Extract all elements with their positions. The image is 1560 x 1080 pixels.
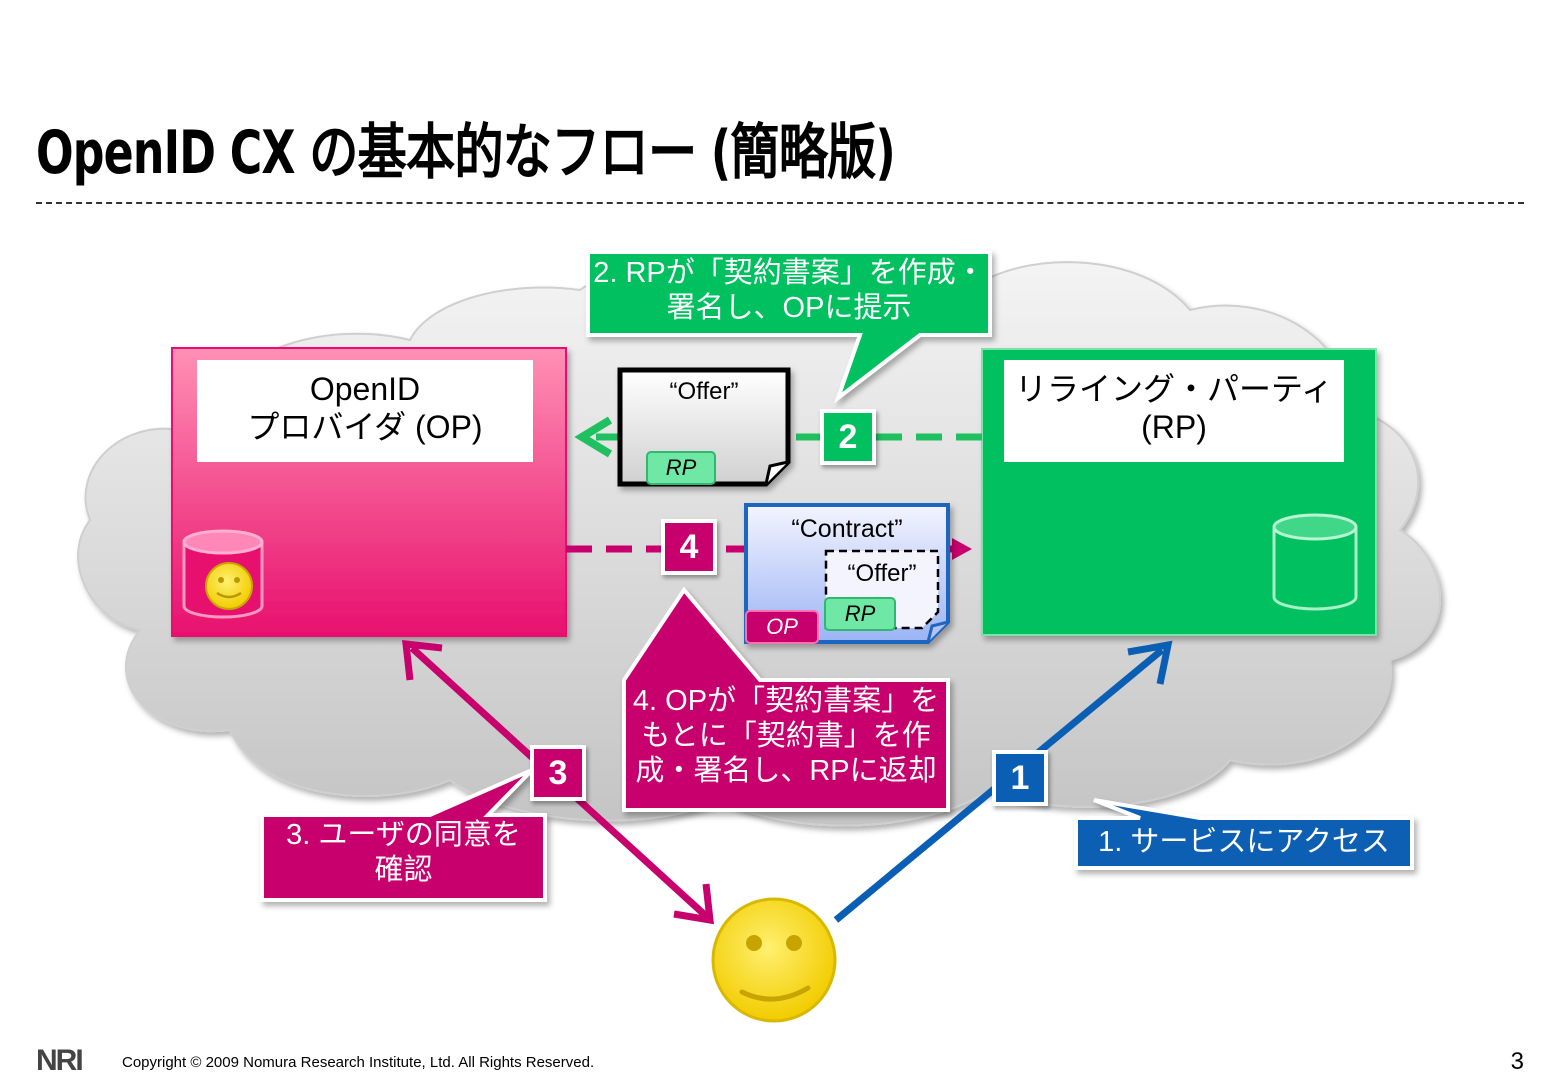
step2-arrowhead xyxy=(574,416,613,458)
callout-step2 xyxy=(586,250,992,404)
step4-text-line2: もとに「契約書」を作 xyxy=(641,719,931,752)
inner-offer-rp-stamp: RP xyxy=(824,597,896,631)
page-number: 3 xyxy=(1510,1048,1524,1075)
step3-text-line1: 3. ユーザの同意を xyxy=(286,819,521,851)
step1-badge: 1 xyxy=(992,750,1048,806)
copyright-footer: Copyright © 2009 Nomura Research Institu… xyxy=(122,1054,595,1071)
callout-step4 xyxy=(622,586,950,812)
callout-step3-text: 3. ユーザの同意を 確認 xyxy=(262,818,545,888)
step4-text-line3: 成・署名し、RPに返却 xyxy=(635,754,937,787)
step2-badge: 2 xyxy=(820,409,876,465)
user-smiley-icon xyxy=(711,897,837,1023)
nri-logo: NRI xyxy=(36,1044,84,1077)
step4-arrowhead xyxy=(952,538,972,560)
op-label-panel xyxy=(197,360,533,462)
callout-step1-text: 1. サービスにアクセス xyxy=(1098,826,1390,858)
step2-text-line1: 2. RPが「契約書案」を作成・ xyxy=(593,257,985,289)
rp-label-panel xyxy=(1004,360,1344,462)
rp-label-line1: リライング・パーティ xyxy=(1014,371,1334,407)
step4-text-line1: 4. OPが「契約書案」を xyxy=(632,685,940,717)
op-label-line1: OpenID xyxy=(309,371,421,407)
rp-label: リライング・パーティ (RP) xyxy=(1004,370,1344,447)
step3-text-line2: 確認 xyxy=(374,853,433,886)
step2-text-line2: 署名し、OPに提示 xyxy=(666,291,912,324)
step1-arrowhead xyxy=(1127,640,1173,685)
rp-database-icon xyxy=(1272,513,1358,611)
slide-title: OpenID CX の基本的なフロー (簡略版) xyxy=(36,118,896,188)
step3-arrowhead-user xyxy=(673,883,714,925)
step3-arrowhead-op xyxy=(402,640,443,681)
callout-step3 xyxy=(260,768,547,902)
step4-badge: 4 xyxy=(661,519,717,575)
title-divider xyxy=(36,202,1524,204)
callout-step4-text: 4. OPが「契約書案」を もとに「契約書」を作 成・署名し、RPに返却 xyxy=(624,684,948,788)
op-user-smiley-icon xyxy=(205,562,253,610)
callout-step1 xyxy=(1074,798,1414,870)
rp-label-line2: (RP) xyxy=(1141,409,1207,446)
contract-label: “Contract” xyxy=(791,515,903,543)
inner-offer-label: “Offer” xyxy=(847,560,917,587)
step3-badge: 3 xyxy=(530,745,586,801)
offer-rp-stamp: RP xyxy=(646,451,716,485)
callout-step2-text: 2. RPが「契約書案」を作成・ 署名し、OPに提示 xyxy=(588,256,990,326)
op-label: OpenID プロバイダ (OP) xyxy=(197,370,533,447)
op-label-line2: プロバイダ (OP) xyxy=(247,409,483,446)
offer-label: “Offer” xyxy=(669,378,739,405)
contract-op-stamp: OP xyxy=(745,610,819,644)
